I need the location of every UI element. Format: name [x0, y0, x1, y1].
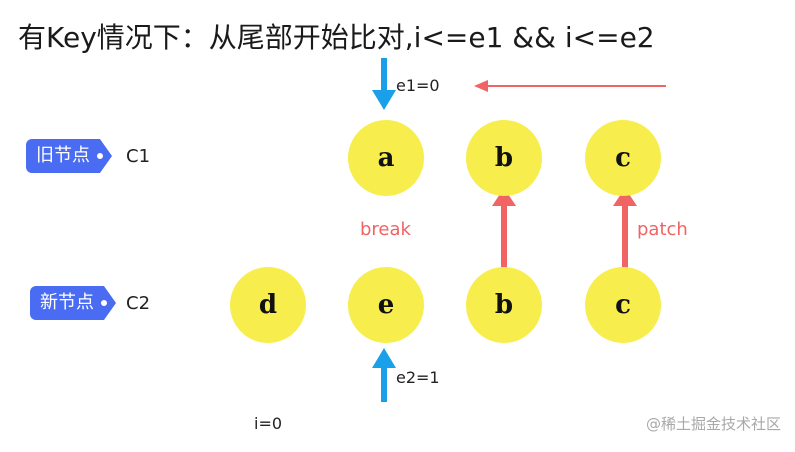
patch-arrow-b [492, 188, 516, 268]
new-nodes-badge: 新节点 [30, 286, 116, 320]
old-node-a: a [348, 120, 424, 196]
new-node-b: b [466, 267, 542, 343]
e1-label: e1=0 [396, 76, 440, 95]
old-node-b: b [466, 120, 542, 196]
page-title: 有Key情况下：从尾部开始比对,i<=e1 && i<=e2 [18, 21, 655, 54]
new-node-c: c [585, 267, 661, 343]
new-nodes-name: C2 [126, 293, 151, 314]
new-node-d: d [230, 267, 306, 343]
patch-label: patch [637, 219, 688, 240]
old-nodes-badge-text: 旧节点 [36, 145, 90, 166]
new-node-e: e [348, 267, 424, 343]
patch-arrow-c [613, 188, 637, 268]
i-label: i=0 [254, 414, 283, 433]
old-nodes-badge: 旧节点 [26, 139, 112, 173]
old-nodes-name: C1 [126, 146, 151, 167]
badge-dot-icon [101, 300, 107, 306]
e1-pointer-arrow [372, 58, 396, 110]
break-label: break [360, 219, 411, 240]
new-nodes-badge-text: 新节点 [40, 292, 94, 313]
old-node-c: c [585, 120, 661, 196]
e2-pointer-arrow [372, 348, 396, 402]
e2-label: e2=1 [396, 368, 440, 387]
direction-arrow [474, 80, 666, 92]
watermark: @稀土掘金技术社区 [645, 415, 781, 433]
badge-dot-icon [97, 153, 103, 159]
